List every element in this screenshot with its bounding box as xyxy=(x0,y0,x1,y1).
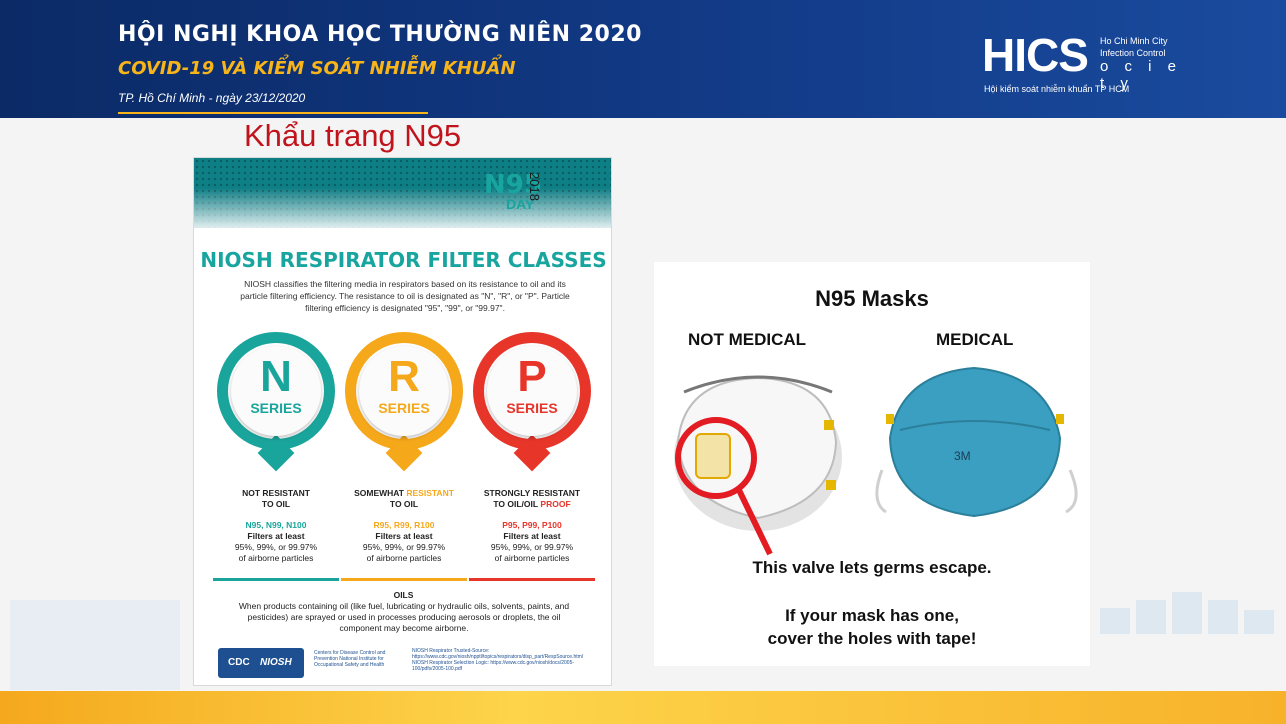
header-underline xyxy=(118,112,428,114)
n95-masks-panel: N95 Masks NOT MEDICAL MEDICAL 3M This va… xyxy=(654,262,1090,666)
background-decoration xyxy=(10,600,180,690)
resistance-highlight: RESISTANT xyxy=(406,488,454,498)
logo-line-3: o c i e t y xyxy=(1100,58,1183,92)
resistance-label: STRONGLY RESISTANT xyxy=(483,488,581,498)
oils-heading: OILS xyxy=(393,590,414,600)
color-divider-n xyxy=(213,578,339,581)
valve-highlight-circle xyxy=(675,417,757,499)
filter-line-3: of airborne particles xyxy=(366,553,442,563)
series-pin-p: P SERIES xyxy=(467,332,597,472)
pin-face: N SERIES xyxy=(231,346,321,436)
footer-bar xyxy=(0,691,1286,724)
resistance-label: SOMEWHAT xyxy=(354,488,404,498)
medical-mask-strap xyxy=(875,469,1078,514)
hics-logo: HICS Ho Chi Minh City Infection Control … xyxy=(982,29,1202,100)
cdc-niosh-logo: CDC NIOSH xyxy=(218,648,304,678)
filter-line-1: Filters at least xyxy=(375,531,433,541)
logo-line-1: Ho Chi Minh City xyxy=(1100,36,1168,46)
mask-clip xyxy=(824,420,834,430)
pin-face: R SERIES xyxy=(359,346,449,436)
not-medical-mask-image: 3M xyxy=(674,366,1078,556)
resistance-suffix: TO OIL xyxy=(389,499,419,509)
exhalation-valve xyxy=(695,433,731,479)
tape-tip-line-2: cover the holes with tape! xyxy=(767,629,977,648)
not-medical-label: NOT MEDICAL xyxy=(688,330,807,349)
poster-title: NIOSH RESPIRATOR FILTER CLASSES xyxy=(200,248,607,272)
poster-footer: CDC NIOSH Centers for Disease Control an… xyxy=(218,648,588,680)
filter-line-3: of airborne particles xyxy=(494,553,570,563)
location-date: TP. Hồ Chí Minh - ngày 23/12/2020 xyxy=(118,91,306,105)
class-codes: R95, R99, R100 xyxy=(373,520,435,530)
color-divider-p xyxy=(469,578,595,581)
mask-brand: 3M xyxy=(954,449,971,463)
masks-title: N95 Masks xyxy=(815,286,929,311)
series-label: SERIES xyxy=(378,400,430,416)
series-label: SERIES xyxy=(250,400,302,416)
series-pin-n: N SERIES xyxy=(211,332,341,472)
class-p-description: STRONGLY RESISTANT TO OIL/OIL PROOF P95,… xyxy=(467,488,597,564)
filter-line-2: 95%, 99%, or 99.97% xyxy=(362,542,446,552)
filter-line-3: of airborne particles xyxy=(238,553,314,563)
background-decoration xyxy=(1136,600,1166,634)
poster-intro: NIOSH classifies the filtering media in … xyxy=(240,279,570,313)
medical-mask-clip xyxy=(1056,414,1064,424)
filter-line-1: Filters at least xyxy=(503,531,561,541)
series-letter: R xyxy=(388,352,420,401)
series-label: SERIES xyxy=(506,400,558,416)
conference-subtitle: COVID-19 VÀ KIỂM SOÁT NHIỄM KHUẨN xyxy=(118,58,516,79)
mask-body xyxy=(676,376,838,520)
pin-ring xyxy=(345,332,463,450)
color-divider-r xyxy=(341,578,467,581)
pin-ring xyxy=(217,332,335,450)
niosh-poster: N95 DAY 2018 NIOSH RESPIRATOR FILTER CLA… xyxy=(193,157,612,686)
medical-mask-body xyxy=(888,366,1062,518)
background-decoration xyxy=(1244,610,1274,634)
pin-ring xyxy=(473,332,591,450)
logo-tagline: Hội kiểm soát nhiễm khuẩn TP HCM xyxy=(984,84,1130,94)
background-decoration xyxy=(1100,608,1130,634)
oils-text: When products containing oil (like fuel,… xyxy=(238,601,570,633)
niosh-label: NIOSH xyxy=(260,657,292,668)
series-letter: P xyxy=(517,352,547,401)
cdc-label: CDC xyxy=(228,657,250,668)
series-letter: N xyxy=(260,352,292,401)
footer-organization: Centers for Disease Control and Preventi… xyxy=(314,650,386,668)
mask-strap xyxy=(683,375,833,394)
resistance-label: NOT RESISTANT xyxy=(242,488,310,498)
class-r-description: SOMEWHAT RESISTANT TO OIL R95, R99, R100… xyxy=(339,488,469,564)
resistance-suffix: TO OIL/OIL xyxy=(493,499,539,509)
pin-face: P SERIES xyxy=(487,346,577,436)
valve-pointer-line xyxy=(735,486,773,556)
conference-title: HỘI NGHỊ KHOA HỌC THƯỜNG NIÊN 2020 xyxy=(118,22,642,47)
poster-pattern-fade xyxy=(194,188,611,234)
filter-line-1: Filters at least xyxy=(247,531,305,541)
medical-mask-fold xyxy=(899,420,1051,431)
mask-clip xyxy=(826,480,836,490)
class-codes: N95, N99, N100 xyxy=(245,520,307,530)
logo-wordmark: HICS xyxy=(982,29,1089,81)
class-n-description: NOT RESISTANT TO OIL N95, N99, N100 Filt… xyxy=(211,488,341,564)
series-pin-r: R SERIES xyxy=(339,332,469,472)
valve-warning: This valve lets germs escape. xyxy=(752,558,992,577)
n95-day-year: 2018 xyxy=(527,172,542,201)
slide-title: Khẩu trang N95 xyxy=(244,118,462,153)
medical-mask-clip xyxy=(886,414,894,424)
filter-line-2: 95%, 99%, or 99.97% xyxy=(234,542,318,552)
background-decoration xyxy=(1208,600,1238,634)
resistance-highlight: PROOF xyxy=(540,499,571,509)
header-banner: HỘI NGHỊ KHOA HỌC THƯỜNG NIÊN 2020 COVID… xyxy=(0,0,1286,118)
tape-tip-line-1: If your mask has one, xyxy=(785,606,959,625)
footer-links: NIOSH Respirator Trusted-Source: https:/… xyxy=(412,648,583,672)
resistance-suffix: TO OIL xyxy=(261,499,291,509)
class-codes: P95, P99, P100 xyxy=(502,520,562,530)
n95-day-badge: N95 xyxy=(484,170,542,200)
background-decoration xyxy=(1172,592,1202,634)
filter-line-2: 95%, 99%, or 99.97% xyxy=(490,542,574,552)
logo-line-2: Infection Control xyxy=(1100,48,1166,58)
medical-label: MEDICAL xyxy=(936,330,1014,349)
n95-day-label: DAY xyxy=(506,196,535,212)
